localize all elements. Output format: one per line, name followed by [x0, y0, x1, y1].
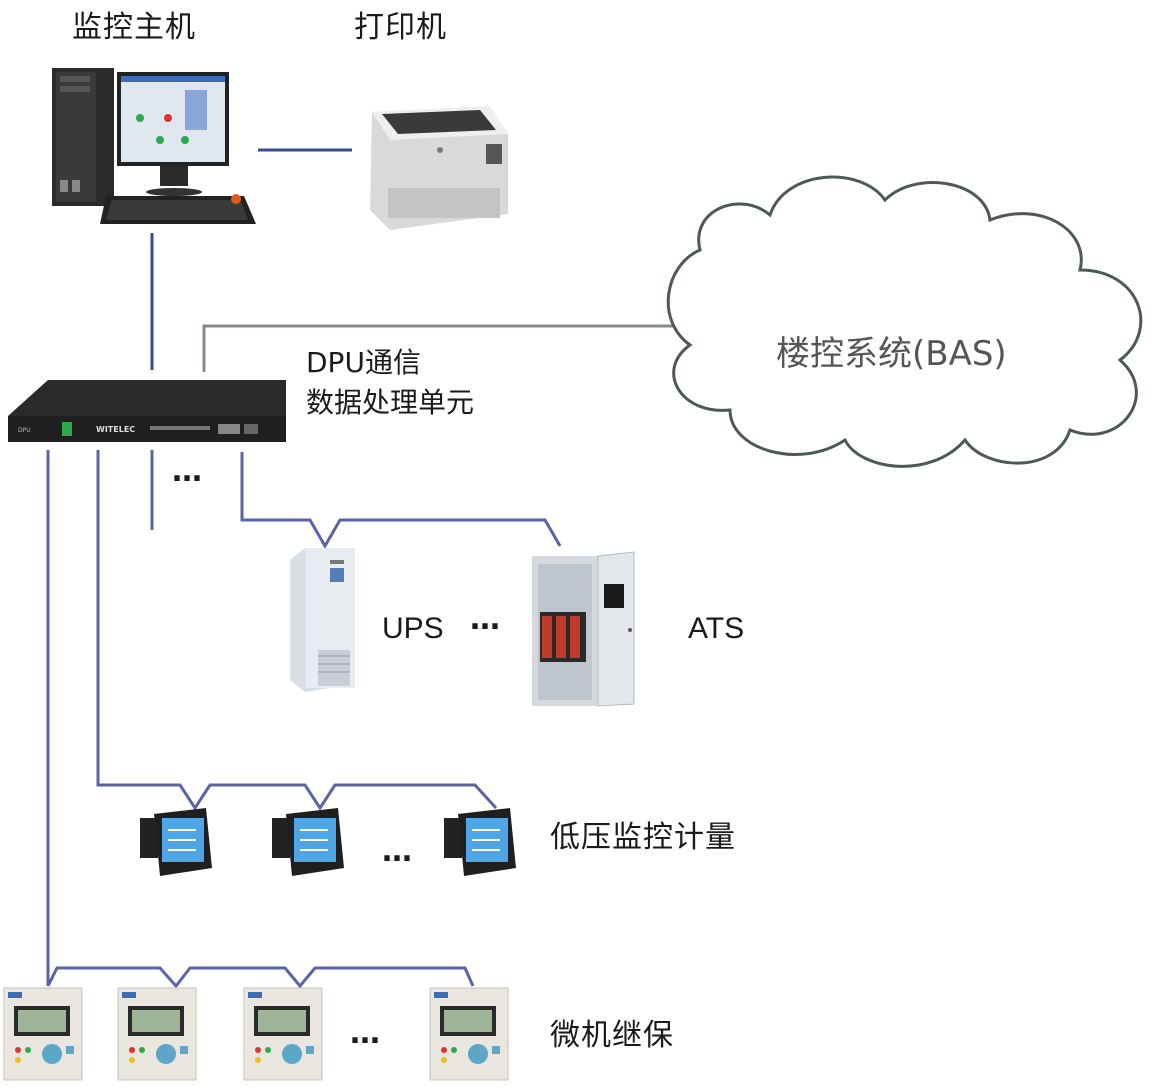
dpu-ellipsis: … [172, 454, 202, 489]
relay-protection-icon [3, 987, 509, 1081]
monitor-icon [117, 72, 229, 196]
connection-lines [46, 148, 676, 989]
dpu-brand-text: WITELEC [96, 425, 135, 434]
dpu-rack-icon: DPU WITELEC [8, 380, 286, 442]
dpu-label-line1: DPU通信 [306, 346, 421, 379]
printer-icon [370, 106, 508, 230]
computer-tower-icon [52, 68, 114, 206]
ats-label: ATS [688, 612, 745, 645]
printer-label: 打印机 [354, 10, 447, 45]
relay-ellipsis: … [350, 1016, 380, 1051]
dpu-model-text: DPU [18, 427, 31, 434]
dpu-ups-ats-bus [240, 452, 562, 550]
cloud-icon [666, 175, 1143, 468]
meter-ellipsis: … [382, 834, 412, 869]
relay-daisy-chain [46, 966, 475, 989]
ats-cabinet-icon [532, 551, 635, 707]
dpu-bas-link [202, 324, 676, 372]
lv-meter-label: 低压监控计量 [550, 820, 736, 855]
keyboard-icon [100, 194, 256, 224]
ups-label: UPS [382, 612, 444, 645]
ups-ats-ellipsis: … [470, 602, 500, 637]
dpu-meter-bus [96, 450, 498, 811]
power-meter-icon [140, 808, 516, 876]
dpu-label-line2: 数据处理单元 [306, 386, 475, 419]
host-label: 监控主机 [72, 10, 196, 45]
ups-cabinet-icon [290, 548, 355, 692]
bas-label: 楼控系统(BAS) [776, 334, 1007, 374]
relay-label: 微机继保 [550, 1018, 674, 1053]
